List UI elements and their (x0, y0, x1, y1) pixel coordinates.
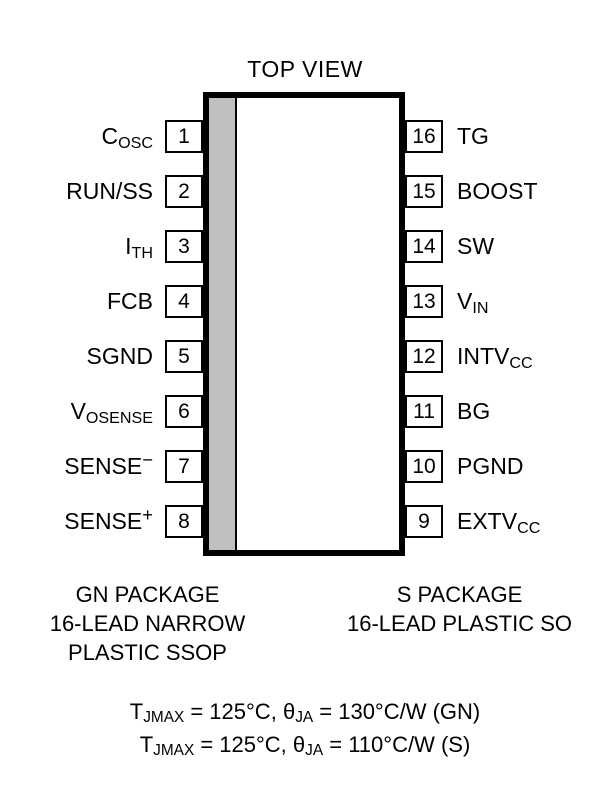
pin-label-bg: BG (457, 398, 491, 424)
thermal-spec-line-2: TJMAX = 125°C, θJA = 110°C/W (S) (0, 730, 610, 763)
pin-label-run-ss: RUN/SS (66, 178, 153, 204)
pin-row-15: 15 BOOST (405, 175, 610, 208)
pin-number-box-11: 11 (405, 395, 443, 428)
pin-number-box-15: 15 (405, 175, 443, 208)
pin-number-box-13: 13 (405, 285, 443, 318)
pin-label-tg: TG (457, 123, 489, 149)
pin-number-box-10: 10 (405, 450, 443, 483)
pin-row-9: 9 EXTVCC (405, 505, 610, 538)
thermal-tj-subscript: JMAX (153, 742, 195, 760)
pin-label-subscript: IN (472, 298, 489, 317)
thermal-spec-line-1: TJMAX = 125°C, θJA = 130°C/W (GN) (0, 697, 610, 730)
thermal-theta-subscript: JA (295, 709, 314, 727)
pin-number-box-6: 6 (165, 395, 203, 428)
pin-row-5: SGND 5 (0, 340, 203, 373)
pin-label-intvcc: INTVCC (457, 343, 533, 372)
pin-label-subscript: OSENSE (85, 408, 153, 427)
pin-row-13: 13 VIN (405, 285, 610, 318)
pin-number-box-7: 7 (165, 450, 203, 483)
pin-row-2: RUN/SS 2 (0, 175, 203, 208)
package-gn-line1: GN PACKAGE (75, 582, 220, 607)
pin-label-subscript: TH (131, 243, 153, 262)
pin-row-12: 12 INTVCC (405, 340, 610, 373)
pin-number-box-12: 12 (405, 340, 443, 373)
pin-label-subscript: CC (509, 353, 533, 372)
pin-label-sense: SENSE+ (64, 504, 153, 534)
package-s-line1: S PACKAGE (396, 582, 523, 607)
pin-label-sense: SENSE− (64, 449, 153, 479)
pin-label-sw: SW (457, 233, 495, 259)
pin-number-box-9: 9 (405, 505, 443, 538)
thermal-tj-subscript: JMAX (143, 709, 185, 727)
thermal-tj-symbol: T (129, 699, 144, 724)
pin-label-superscript: + (142, 504, 153, 526)
pin-label-extvcc: EXTVCC (457, 508, 541, 537)
package-caption-s: S PACKAGE 16-LEAD PLASTIC SO (305, 580, 610, 667)
thermal-theta-value: = 110°C/W (S) (323, 732, 471, 757)
pin-label-subscript: OSC (118, 133, 153, 152)
pin-label-pgnd: PGND (457, 453, 524, 479)
pin-label-boost: BOOST (457, 178, 538, 204)
thermal-theta-symbol: θ (292, 732, 306, 757)
thermal-tj-value: = 125°C, (194, 732, 293, 757)
pin-label-subscript: CC (517, 518, 541, 537)
pin-row-6: VOSENSE 6 (0, 395, 203, 428)
pin-label-vin: VIN (457, 288, 489, 317)
thermal-tj-symbol: T (139, 732, 154, 757)
pin-number-box-2: 2 (165, 175, 203, 208)
thermal-tj-value: = 125°C, (184, 699, 283, 724)
pin-row-16: 16 TG (405, 120, 610, 153)
page-title: TOP VIEW (247, 56, 363, 82)
pin-label-vosense: VOSENSE (70, 398, 153, 427)
package-captions: GN PACKAGE 16-LEAD NARROW PLASTIC SSOP S… (0, 580, 610, 667)
pin-row-10: 10 PGND (405, 450, 610, 483)
pin-row-8: SENSE+ 8 (0, 505, 203, 538)
package-gn-line3: PLASTIC SSOP (68, 640, 227, 665)
pin-label-sgnd: SGND (86, 343, 153, 369)
pin-number-box-4: 4 (165, 285, 203, 318)
thermal-theta-symbol: θ (282, 699, 296, 724)
pin-number-box-5: 5 (165, 340, 203, 373)
pin-row-7: SENSE− 7 (0, 450, 203, 483)
pin-row-1: COSC 1 (0, 120, 203, 153)
pin-number-box-8: 8 (165, 505, 203, 538)
pin-label-superscript: − (142, 449, 153, 471)
pin-number-box-14: 14 (405, 230, 443, 263)
pin-row-11: 11 BG (405, 395, 610, 428)
thermal-theta-value: = 130°C/W (GN) (313, 699, 481, 724)
thermal-theta-subscript: JA (305, 742, 324, 760)
pin-number-box-16: 16 (405, 120, 443, 153)
pin-label-ith: ITH (125, 233, 153, 262)
pin-number-box-1: 1 (165, 120, 203, 153)
pin-number-box-3: 3 (165, 230, 203, 263)
package-caption-gn: GN PACKAGE 16-LEAD NARROW PLASTIC SSOP (0, 580, 305, 667)
package-gn-line2: 16-LEAD NARROW (49, 611, 246, 636)
pin-row-4: FCB 4 (0, 285, 203, 318)
chip-body (203, 92, 405, 556)
thermal-specifications: TJMAX = 125°C, θJA = 130°C/W (GN)TJMAX =… (0, 697, 610, 763)
package-s-line2: 16-LEAD PLASTIC SO (347, 611, 572, 636)
chip-notch-bar (209, 98, 237, 550)
pin-row-14: 14 SW (405, 230, 610, 263)
pin-label-cosc: COSC (101, 123, 153, 152)
pin-row-3: ITH 3 (0, 230, 203, 263)
pin-label-fcb: FCB (107, 288, 153, 314)
